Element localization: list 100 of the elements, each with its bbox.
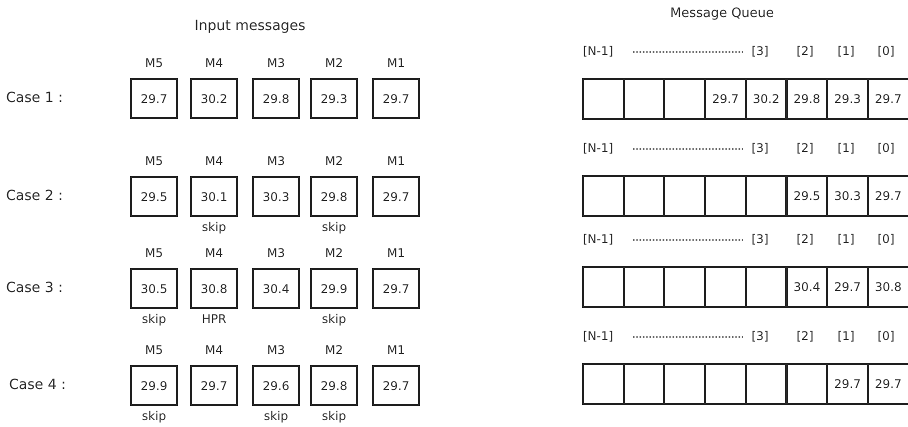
message-id: M4 [205, 154, 223, 168]
message-value: 29.7 [874, 92, 902, 106]
case-label: Case 4 : [9, 377, 66, 393]
message-box [130, 78, 178, 119]
message-box [190, 365, 238, 406]
queue-index: [N-1] [582, 232, 614, 246]
message-value: 29.9 [140, 378, 168, 392]
message-value: 29.7 [382, 378, 410, 392]
queue-cell [744, 363, 788, 405]
message-box [190, 176, 238, 217]
queue-cell [744, 175, 788, 217]
queue-index: [2] [796, 329, 814, 343]
message-value: 29.7 [382, 92, 410, 106]
queue-cell [826, 363, 869, 405]
queue-cell [786, 78, 828, 120]
message-value: 29.8 [320, 190, 348, 204]
section-title: Input messages [194, 18, 306, 34]
queue-cell [744, 266, 788, 308]
message-value: 30.1 [200, 190, 228, 204]
queue-cell [826, 78, 869, 120]
message-box [130, 176, 178, 217]
queue-index: [N-1] [582, 329, 614, 343]
queue-cell [866, 266, 908, 308]
message-value: 30.5 [140, 282, 168, 296]
message-value: 29.3 [834, 92, 861, 106]
message-id: M1 [387, 154, 405, 168]
message-value: 29.7 [834, 280, 861, 294]
message-value: 29.5 [793, 189, 820, 203]
message-box [252, 268, 300, 309]
message-box [130, 365, 178, 406]
queue-cell [663, 175, 706, 217]
message-value: 29.7 [382, 282, 410, 296]
message-value: 29.7 [712, 92, 739, 106]
queue-cell [786, 266, 828, 308]
message-box [190, 268, 238, 309]
queue-cell [663, 78, 706, 120]
queue-index: [1] [838, 232, 854, 246]
message-id: M4 [205, 343, 223, 357]
queue-cell [582, 175, 625, 217]
message-value: 29.7 [834, 377, 861, 391]
message-box [310, 268, 358, 309]
message-id: M5 [145, 343, 163, 357]
message-id: M3 [267, 343, 285, 357]
queue-cell [704, 175, 747, 217]
status-note: skip [142, 409, 166, 423]
message-box [130, 268, 178, 309]
message-id: M1 [387, 56, 405, 70]
message-id: M1 [387, 246, 405, 260]
message-box [372, 268, 420, 309]
queue-index: [3] [752, 232, 768, 246]
message-id: M4 [205, 56, 223, 70]
queue-cell [826, 266, 869, 308]
status-note: skip [322, 409, 346, 423]
queue-cell [866, 175, 908, 217]
queue-cell [622, 78, 666, 120]
message-value: 29.8 [262, 92, 290, 106]
queue-index: [2] [796, 141, 814, 155]
queue-index: [1] [838, 44, 854, 58]
queue-index: [0] [878, 329, 894, 343]
queue-cell [786, 175, 828, 217]
queue-index: [0] [878, 44, 894, 58]
queue-index: [3] [752, 141, 768, 155]
message-value: 29.7 [382, 190, 410, 204]
queue-cell [704, 266, 747, 308]
queue-cell [582, 78, 625, 120]
message-value: 29.7 [140, 92, 168, 106]
status-note: skip [264, 409, 288, 423]
message-box [252, 365, 300, 406]
message-box [310, 176, 358, 217]
case-label: Case 1 : [6, 90, 63, 106]
message-box [252, 78, 300, 119]
message-id: M2 [325, 154, 343, 168]
message-value: 29.7 [874, 189, 902, 203]
queue-index: [1] [838, 141, 854, 155]
queue-cell [582, 266, 625, 308]
message-value: 29.5 [140, 190, 168, 204]
message-id: M2 [325, 343, 343, 357]
queue-cell [622, 266, 666, 308]
queue-cell [704, 78, 747, 120]
message-value: 30.3 [262, 190, 290, 204]
message-value: 29.8 [320, 378, 348, 392]
queue-cell [866, 363, 908, 405]
queue-cell [866, 78, 908, 120]
queue-index: [2] [796, 44, 814, 58]
queue-index: [N-1] [582, 141, 614, 155]
message-value: 29.8 [793, 92, 820, 106]
queue-cell [663, 266, 706, 308]
queue-cell [786, 363, 828, 405]
status-note: skip [322, 312, 346, 326]
queue-cell [826, 175, 869, 217]
message-box [372, 365, 420, 406]
message-value: 29.9 [320, 282, 348, 296]
message-value: 29.7 [200, 378, 228, 392]
message-id: M1 [387, 343, 405, 357]
message-id: M2 [325, 246, 343, 260]
message-value: 29.7 [874, 377, 902, 391]
message-value: 30.8 [200, 282, 228, 296]
message-id: M3 [267, 154, 285, 168]
message-box [310, 365, 358, 406]
queue-cell [704, 363, 747, 405]
